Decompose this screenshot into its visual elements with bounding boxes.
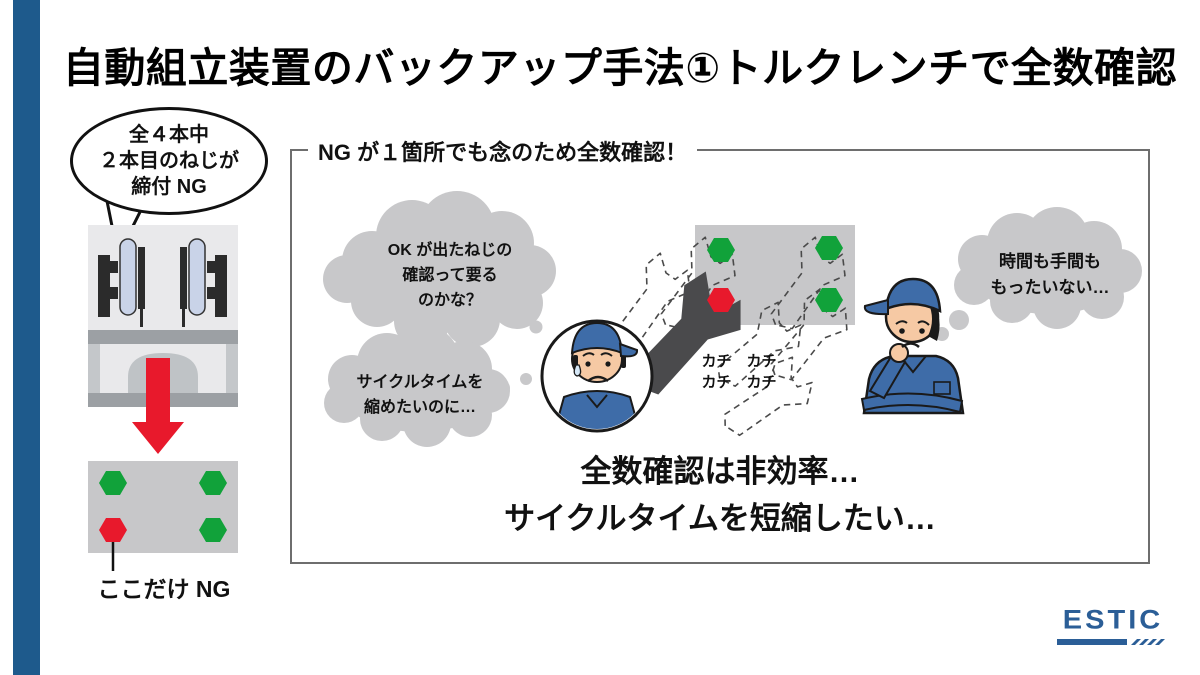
estic-logo-underline (1057, 639, 1165, 645)
thought-trail-dot (529, 320, 543, 334)
thought-cloud-right (935, 207, 1142, 341)
screw-ng-icon (707, 288, 735, 312)
estic-logo-text: ESTIC (1062, 605, 1164, 635)
page-title: 自動組立装置のバックアップ手法①トルクレンチで全数確認 (62, 45, 1178, 91)
conclusion-message: 全数確認は非効率… サイクルタイムを短縮したい… (504, 454, 936, 536)
speech-bubble-text: 全４本中 ２本目のねじが 締付 NG (99, 124, 239, 198)
screw-ok-icon (99, 471, 127, 495)
screw-ng-icon (99, 518, 127, 542)
thought-trail-dot (494, 380, 510, 396)
screw-ok-icon (815, 288, 843, 312)
thinking-worker-icon (860, 277, 965, 415)
result-plate (88, 461, 238, 571)
screw-ok-icon (707, 238, 735, 262)
ng-flow-arrow-icon (132, 358, 184, 454)
thought-cloud-left-2 (324, 327, 532, 447)
screw-ok-icon (815, 236, 843, 260)
main-box: NG が１箇所でも念のため全数確認！ (290, 135, 1150, 564)
scene-illustration (323, 191, 1142, 451)
screw-ok-icon (199, 518, 227, 542)
thought-trail-dot (520, 373, 532, 385)
thought-cloud-left-1 (323, 191, 556, 349)
main-box-label: NG が１箇所でも念のため全数確認！ (308, 135, 698, 167)
speech-bubble: 全４本中 ２本目のねじが 締付 NG (70, 107, 268, 215)
thought-trail-dot (949, 310, 969, 330)
ng-caption: ここだけ NG (97, 576, 231, 602)
worker-face-icon (540, 319, 654, 433)
estic-logo: ESTIC (1056, 604, 1170, 647)
thought-text-right: 時間も手間も もったいない… (990, 252, 1110, 298)
thought-text-left-1: OK が出たねじの 確認って要る のかな？ (387, 242, 513, 309)
screw-ok-icon (199, 471, 227, 495)
thought-trail-dot (505, 304, 523, 322)
thought-text-left-2: サイクルタイムを 縮めたいのに… (356, 374, 484, 416)
left-accent-bar (13, 0, 40, 675)
wrench-click-sfx: カチ カチ カチ カチ (701, 353, 777, 391)
